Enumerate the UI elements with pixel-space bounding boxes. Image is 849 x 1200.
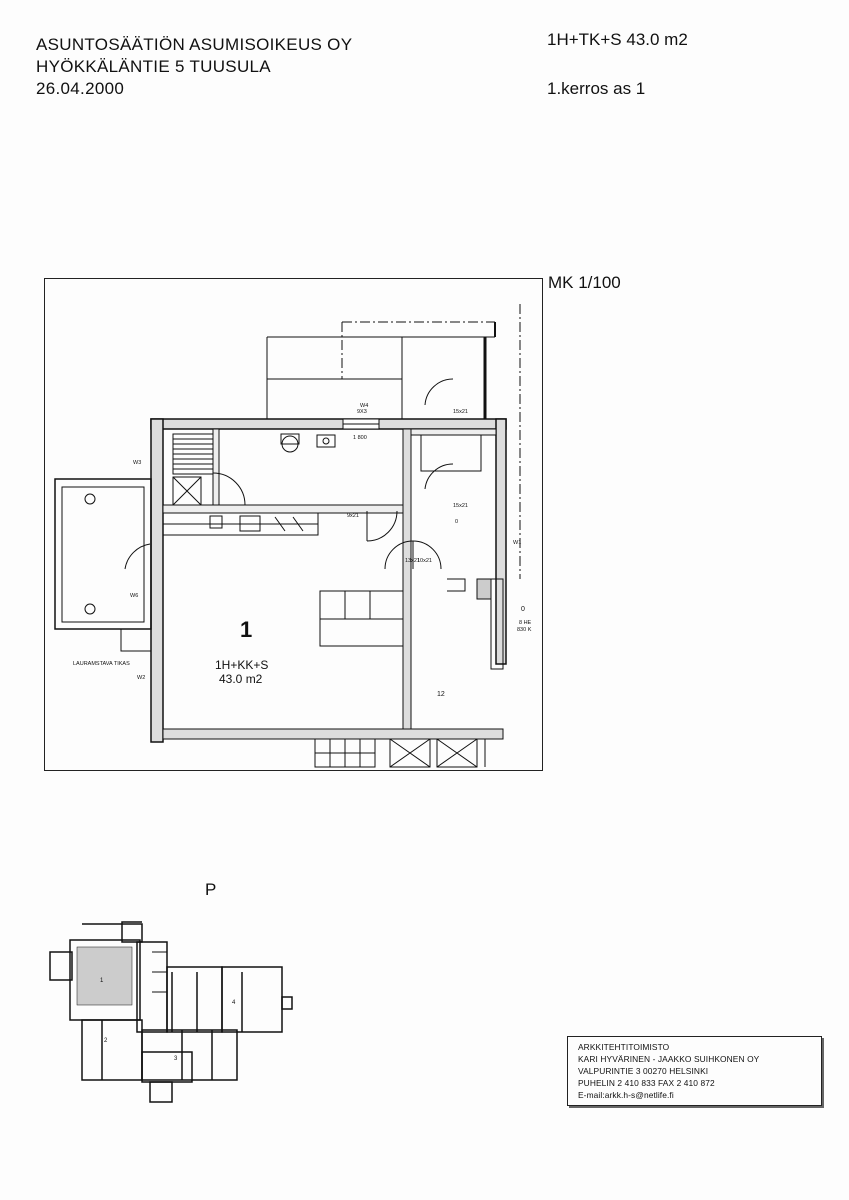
svg-text:2: 2 bbox=[104, 1038, 108, 1044]
firm-line-2: KARI HYVÄRINEN - JAAKKO SUIHKONEN OY bbox=[578, 1054, 760, 1064]
firm-email: E-mail:arkk.h-s@netlife.fi bbox=[578, 1090, 674, 1100]
label-zero-b: 0 bbox=[521, 606, 525, 613]
label-he-note: 8 HE bbox=[519, 620, 532, 626]
svg-text:3: 3 bbox=[174, 1056, 178, 1062]
label-w4-size: 9X3 bbox=[357, 409, 367, 415]
architect-info-box: ARKKITEHTITOIMISTO KARI HYVÄRINEN - JAAK… bbox=[567, 1036, 822, 1106]
label-he-note2: 830 K bbox=[517, 627, 532, 633]
label-door-15x21-a: 15x21 bbox=[453, 409, 468, 415]
label-vent: LAURAMSTAVA TIKAS bbox=[73, 661, 130, 667]
document-date: 26.04.2000 bbox=[36, 79, 125, 98]
property-address: HYÖKKÄLÄNTIE 5 TUUSULA bbox=[36, 57, 271, 76]
label-dim-1800: 1 800 bbox=[353, 435, 367, 441]
apartment-type: 1H+TK+S 43.0 m2 bbox=[547, 30, 688, 49]
room-type: 1H+KK+S bbox=[215, 658, 268, 672]
plan-scale: MK 1/100 bbox=[548, 273, 621, 292]
label-w3: W3 bbox=[133, 460, 141, 466]
site-plan-label: P bbox=[205, 880, 217, 899]
firm-line-3: VALPURINTIE 3 00270 HELSINKI bbox=[578, 1066, 709, 1076]
svg-text:4: 4 bbox=[232, 1000, 236, 1006]
floor-plan: W4 9X3 15x21 15x21 1 800 9x21 W3 W1 W2 W… bbox=[54, 304, 532, 768]
room-area: 43.0 m2 bbox=[219, 672, 263, 686]
label-w6: W6 bbox=[130, 593, 138, 599]
label-w1: W1 bbox=[513, 540, 521, 546]
label-w2: W2 bbox=[137, 675, 145, 681]
label-door-9x21-a: 9x21 bbox=[347, 513, 359, 519]
floor-info: 1.kerros as 1 bbox=[547, 79, 646, 98]
label-door-10x21: 10x21 bbox=[417, 558, 432, 564]
floor-plan-frame: W4 9X3 15x21 15x21 1 800 9x21 W3 W1 W2 W… bbox=[44, 278, 543, 771]
apartment-number: 1 bbox=[240, 617, 252, 642]
label-door-13x21: 13x21 bbox=[405, 558, 420, 564]
label-w4: W4 bbox=[360, 403, 368, 409]
label-door-15x21-b: 15x21 bbox=[453, 503, 468, 509]
svg-text:1: 1 bbox=[100, 978, 104, 984]
company-name: ASUNTOSÄÄTIÖN ASUMISOIKEUS OY bbox=[36, 35, 353, 54]
header-block: ASUNTOSÄÄTIÖN ASUMISOIKEUS OY HYÖKKÄLÄNT… bbox=[36, 34, 352, 100]
site-plan: 1 4 2 3 bbox=[49, 921, 293, 1103]
label-zero-a: 0 bbox=[455, 519, 458, 525]
firm-line-1: ARKKITEHTITOIMISTO bbox=[578, 1042, 670, 1052]
firm-line-4: PUHELIN 2 410 833 FAX 2 410 872 bbox=[578, 1078, 715, 1088]
label-unit-12: 12 bbox=[437, 691, 445, 698]
